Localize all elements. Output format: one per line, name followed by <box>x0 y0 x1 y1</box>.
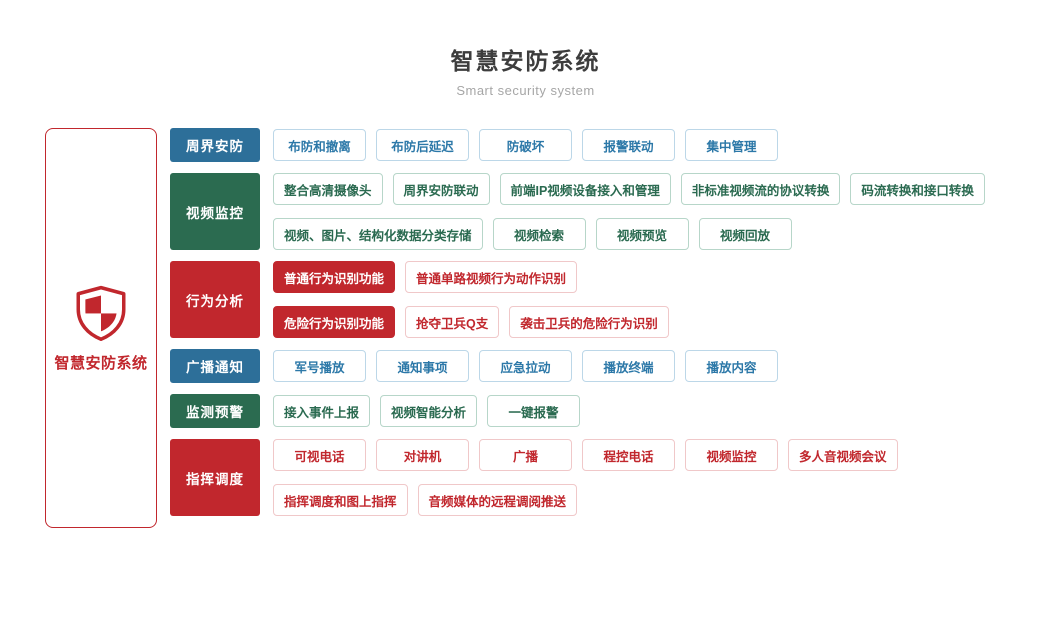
feature-item: 视频智能分析 <box>380 395 478 427</box>
page-header: 智慧安防系统 Smart security system <box>0 0 1051 98</box>
feature-item: 指挥调度和图上指挥 <box>273 484 408 516</box>
group-header-behavior-analysis: 行为分析 <box>170 261 260 338</box>
group-monitoring-warning: 监测预警接入事件上报视频智能分析一键报警 <box>170 394 985 428</box>
feature-item: 普通行为识别功能 <box>273 261 396 293</box>
feature-item: 集中管理 <box>685 129 778 161</box>
feature-item: 危险行为识别功能 <box>273 306 396 338</box>
feature-row: 普通行为识别功能普通单路视频行为动作识别 <box>273 261 669 293</box>
group-header-monitoring-warning: 监测预警 <box>170 394 260 428</box>
feature-item: 抢夺卫兵Q支 <box>405 306 500 338</box>
feature-item: 周界安防联动 <box>392 173 490 205</box>
feature-item: 一键报警 <box>487 395 581 427</box>
feature-item: 视频回放 <box>698 218 792 250</box>
group-behavior-analysis: 行为分析普通行为识别功能普通单路视频行为动作识别危险行为识别功能抢夺卫兵Q支袭击… <box>170 261 985 338</box>
group-rows-command-dispatch: 可视电话对讲机广播程控电话视频监控多人音视频会议指挥调度和图上指挥音频媒体的远程… <box>273 439 898 516</box>
group-command-dispatch: 指挥调度可视电话对讲机广播程控电话视频监控多人音视频会议指挥调度和图上指挥音频媒… <box>170 439 985 516</box>
feature-groups: 周界安防布防和撤离布防后延迟防破坏报警联动集中管理视频监控整合高清摄像头周界安防… <box>170 128 985 516</box>
page-subtitle: Smart security system <box>456 83 595 98</box>
page-title: 智慧安防系统 <box>450 48 601 74</box>
group-rows-monitoring-warning: 接入事件上报视频智能分析一键报警 <box>273 394 581 428</box>
root-node: 智慧安防系统 <box>45 128 157 528</box>
group-broadcast-notification: 广播通知军号播放通知事项应急拉动播放终端播放内容 <box>170 349 985 383</box>
group-rows-video-surveillance: 整合高清摄像头周界安防联动前端IP视频设备接入和管理非标准视频流的协议转换码流转… <box>273 173 985 250</box>
feature-row: 视频、图片、结构化数据分类存储视频检索视频预览视频回放 <box>273 218 985 250</box>
feature-row: 可视电话对讲机广播程控电话视频监控多人音视频会议 <box>273 439 898 471</box>
feature-row: 指挥调度和图上指挥音频媒体的远程调阅推送 <box>273 484 898 516</box>
root-node-label: 智慧安防系统 <box>54 354 148 372</box>
feature-item: 视频、图片、结构化数据分类存储 <box>273 218 483 250</box>
feature-item: 可视电话 <box>273 439 366 471</box>
group-header-command-dispatch: 指挥调度 <box>170 439 260 516</box>
feature-item: 视频监控 <box>685 439 778 471</box>
feature-item: 播放内容 <box>685 350 778 382</box>
feature-item: 军号播放 <box>273 350 366 382</box>
feature-row: 危险行为识别功能抢夺卫兵Q支袭击卫兵的危险行为识别 <box>273 306 669 338</box>
feature-item: 码流转换和接口转换 <box>850 173 985 205</box>
feature-row: 军号播放通知事项应急拉动播放终端播放内容 <box>273 350 778 382</box>
group-rows-behavior-analysis: 普通行为识别功能普通单路视频行为动作识别危险行为识别功能抢夺卫兵Q支袭击卫兵的危… <box>273 261 669 338</box>
group-header-perimeter-security: 周界安防 <box>170 128 260 162</box>
feature-row: 接入事件上报视频智能分析一键报警 <box>273 395 581 427</box>
diagram: 智慧安防系统 周界安防布防和撤离布防后延迟防破坏报警联动集中管理视频监控整合高清… <box>45 128 1051 528</box>
feature-item: 多人音视频会议 <box>788 439 898 471</box>
feature-item: 对讲机 <box>376 439 469 471</box>
group-video-surveillance: 视频监控整合高清摄像头周界安防联动前端IP视频设备接入和管理非标准视频流的协议转… <box>170 173 985 250</box>
feature-item: 音频媒体的远程调阅推送 <box>417 484 578 516</box>
feature-item: 袭击卫兵的危险行为识别 <box>509 306 669 338</box>
feature-item: 前端IP视频设备接入和管理 <box>499 173 671 205</box>
group-rows-perimeter-security: 布防和撤离布防后延迟防破坏报警联动集中管理 <box>273 128 778 162</box>
feature-item: 整合高清摄像头 <box>273 173 383 205</box>
shield-icon <box>73 284 129 342</box>
feature-item: 普通单路视频行为动作识别 <box>405 261 578 293</box>
feature-item: 视频预览 <box>595 218 689 250</box>
feature-item: 布防后延迟 <box>376 129 469 161</box>
feature-item: 非标准视频流的协议转换 <box>680 173 841 205</box>
group-header-video-surveillance: 视频监控 <box>170 173 260 250</box>
feature-item: 防破坏 <box>479 129 572 161</box>
feature-row: 整合高清摄像头周界安防联动前端IP视频设备接入和管理非标准视频流的协议转换码流转… <box>273 173 985 205</box>
feature-item: 视频检索 <box>492 218 586 250</box>
feature-item: 程控电话 <box>582 439 675 471</box>
feature-item: 播放终端 <box>582 350 675 382</box>
feature-item: 应急拉动 <box>479 350 572 382</box>
feature-item: 通知事项 <box>376 350 469 382</box>
feature-item: 接入事件上报 <box>273 395 371 427</box>
feature-row: 布防和撤离布防后延迟防破坏报警联动集中管理 <box>273 129 778 161</box>
group-perimeter-security: 周界安防布防和撤离布防后延迟防破坏报警联动集中管理 <box>170 128 985 162</box>
feature-item: 布防和撤离 <box>273 129 366 161</box>
feature-item: 报警联动 <box>582 129 675 161</box>
group-header-broadcast-notification: 广播通知 <box>170 349 260 383</box>
feature-item: 广播 <box>479 439 572 471</box>
group-rows-broadcast-notification: 军号播放通知事项应急拉动播放终端播放内容 <box>273 349 778 383</box>
